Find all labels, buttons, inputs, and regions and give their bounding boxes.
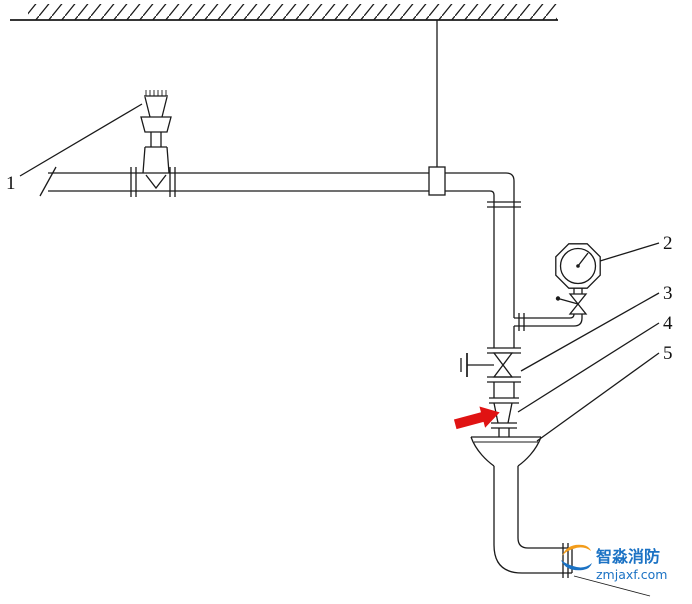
funnel-side-left [470,436,495,467]
elbow-inner-bottom [517,537,572,549]
leader-line-5 [536,352,660,442]
elbow-inner [489,190,495,196]
sprinkler-body [140,116,172,133]
ceiling-hatch [28,4,557,20]
callout-5: 5 [536,343,673,442]
leader-line-1 [19,103,143,177]
pressure-gauge-assembly [514,243,601,331]
frame-arm-right [161,96,168,118]
drain-pipe [493,466,651,597]
leader-line-2 [599,242,660,262]
elbow-outer [505,172,515,182]
gauge-needle [577,252,589,267]
callout-label-5: 5 [663,343,673,364]
gauge-cock-knob [555,296,561,301]
elbow-outer-bottom [493,544,572,574]
main-horizontal-pipe [39,166,506,197]
callout-1: 1 [6,103,143,194]
gauge-cock-handle [559,298,579,305]
red-arrow [453,406,500,430]
vertical-riser [487,172,521,398]
connector-taper-right [507,402,513,424]
watermark-site-text: zmjaxf.com [596,567,667,582]
tee-fitting [142,146,170,174]
gauge-pivot [576,264,580,268]
watermark: 智淼消防 zmjaxf.com [561,544,667,582]
valve-body [492,352,514,378]
watermark-brand-text: 智淼消防 [596,547,660,566]
frame-arm-left [144,96,151,118]
callout-label-3: 3 [663,283,673,304]
gauge-branch-bottom [514,314,583,327]
sprinkler-head [140,90,172,174]
control-valve [460,347,521,383]
tee-outlet-mark [145,174,167,190]
watermark-logo-swoosh-bottom [561,560,592,571]
callout-label-4: 4 [663,313,673,334]
red-arrow-icon [453,406,500,430]
callout-label-1: 1 [6,173,16,194]
watermark-logo-swoosh-top [562,544,591,556]
callout-4: 4 [517,313,673,413]
leader-line-4 [517,322,660,413]
pipe-break-mark [39,166,57,197]
callout-3: 3 [520,283,673,372]
callout-label-2: 2 [663,233,673,254]
drain-leader-line [573,575,651,597]
callout-2: 2 [599,233,673,262]
drain-funnel [470,436,542,467]
funnel-side-right [517,436,542,467]
ceiling [10,4,558,21]
leader-line-3 [520,292,660,372]
hanger-clamp [428,166,446,196]
gauge-branch-top [514,313,575,319]
